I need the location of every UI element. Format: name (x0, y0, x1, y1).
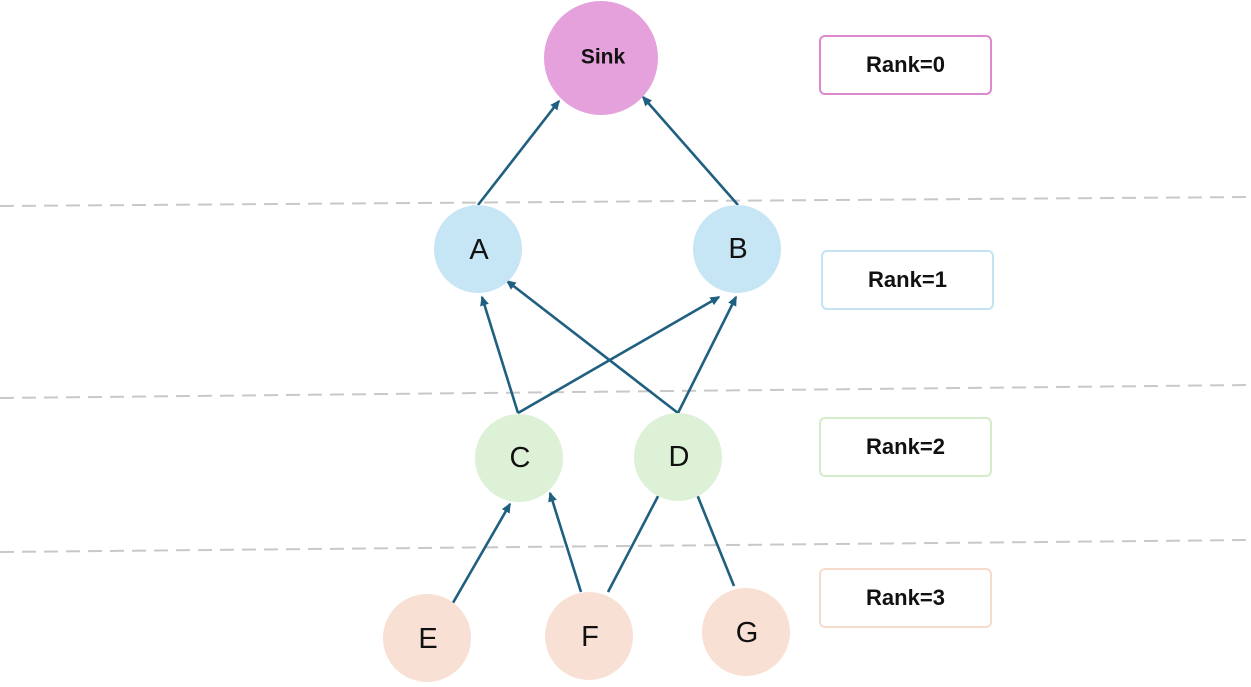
node-e-label: E (418, 623, 437, 655)
rank-dividers (0, 196, 1251, 553)
node-b-circle (693, 205, 781, 293)
node-f-circle (545, 592, 633, 680)
edge-c-to-a (480, 295, 520, 414)
node-g-circle (702, 588, 790, 676)
node-a: A (434, 205, 522, 293)
node-f-label: F (581, 621, 599, 653)
edge-c-to-b (517, 295, 721, 415)
rank-label-3: Rank=3 (819, 568, 992, 628)
edge-a-to-sink (476, 99, 561, 206)
node-sink-circle (544, 1, 658, 115)
rank-label-0: Rank=0 (819, 35, 992, 95)
node-c-label: C (510, 442, 531, 474)
edge-d-to-b (676, 295, 738, 414)
node-e: E (383, 594, 471, 682)
edge-d-to-a (505, 279, 679, 415)
edge-e-to-c (448, 502, 512, 609)
node-f: F (545, 592, 633, 680)
node-sink: Sink (544, 1, 658, 115)
node-b-label: B (728, 233, 747, 265)
rank-label-2: Rank=2 (819, 417, 992, 477)
edge-b-to-sink (642, 95, 739, 206)
divider-rank-2-3 (0, 539, 1251, 553)
edge-g-to-d (692, 485, 736, 587)
node-a-circle (434, 205, 522, 293)
node-c: C (475, 414, 563, 502)
divider-rank-1-2 (0, 384, 1251, 399)
edge-f-to-d (606, 477, 669, 593)
node-g-label: G (736, 617, 759, 649)
node-e-circle (383, 594, 471, 682)
node-a-label: A (469, 234, 489, 266)
rank-label-1: Rank=1 (821, 250, 994, 310)
node-c-circle (475, 414, 563, 502)
edges (448, 95, 739, 609)
node-d-circle (634, 413, 722, 501)
node-b: B (693, 205, 781, 293)
node-g: G (702, 588, 790, 676)
edge-f-to-c (548, 491, 583, 593)
node-d-label: D (669, 441, 690, 473)
divider-rank-0-1 (0, 196, 1251, 207)
nodes: Sink A B C D E (383, 1, 790, 682)
node-sink-label: Sink (581, 46, 626, 69)
node-d: D (634, 413, 722, 501)
